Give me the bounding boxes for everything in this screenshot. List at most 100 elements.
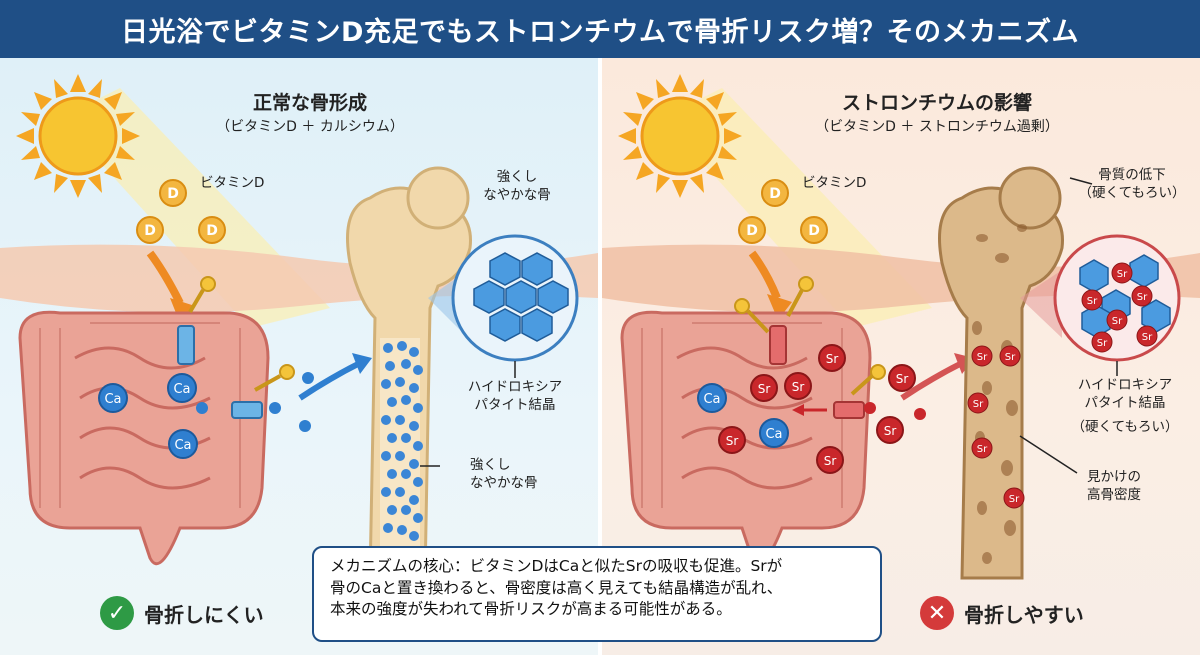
sr-ion: Sr [876, 416, 904, 444]
sr-ion: Sr [1136, 325, 1158, 347]
ca-ion: Ca [98, 383, 128, 413]
svg-text:Sr: Sr [1005, 352, 1016, 363]
svg-text:Sr: Sr [977, 444, 988, 455]
sr-ion: Sr [1003, 487, 1025, 509]
key-icon [850, 364, 886, 396]
svg-text:Ca: Ca [174, 438, 191, 453]
key-icon [254, 364, 295, 392]
svg-text:Sr: Sr [973, 399, 984, 410]
svg-text:Ca: Ca [173, 382, 190, 397]
ca-ion: Ca [697, 383, 727, 413]
svg-text:Sr: Sr [1087, 296, 1098, 307]
mechanism-line: 骨のCaと置き換わると、骨密度は高く見えても結晶構造が乱れ、 [330, 578, 783, 597]
svg-text:Sr: Sr [792, 380, 805, 394]
intestine [18, 310, 270, 566]
right-panel: D D D Ca Ca Sr Sr Sr Sr Sr Sr [602, 58, 1200, 655]
crystal-zoom-disordered: Sr Sr Sr Sr Sr Sr [1053, 234, 1181, 362]
vitamin-d-label: ビタミンD [802, 175, 867, 191]
absorption-arrow [146, 250, 184, 305]
right-heading: ストロンチウムの影響 [841, 92, 1032, 114]
absorption-arrow [748, 250, 781, 300]
bone-sr-ions: Sr Sr Sr Sr Sr [967, 345, 1025, 509]
svg-text:Sr: Sr [1112, 316, 1123, 327]
svg-text:Sr: Sr [1117, 269, 1128, 280]
svg-text:D: D [206, 223, 218, 239]
svg-text:D: D [808, 223, 820, 239]
mechanism-line: メカニズムの核心：ビタミンDはCaと似たSrの吸収も促進。Srが [330, 557, 783, 575]
sr-ion: Sr [750, 374, 778, 402]
sr-ion: Sr [971, 345, 993, 367]
svg-text:Ca: Ca [765, 427, 782, 442]
sr-ion: Sr [888, 364, 916, 392]
left-panel: D D D Ca Ca Ca [0, 58, 598, 655]
bone-ca-dots [381, 341, 423, 541]
intestine [620, 310, 872, 566]
sun-icon [618, 74, 742, 198]
ca-ion: Ca [759, 418, 789, 448]
sr-ion: Sr [971, 437, 993, 459]
sr-ion: Sr [1091, 331, 1113, 353]
vitamin-d-label: ビタミンD [200, 175, 265, 191]
svg-text:Sr: Sr [977, 352, 988, 363]
svg-text:Sr: Sr [884, 424, 897, 438]
sr-ion: Sr [1081, 289, 1103, 311]
mechanism-line: 本来の強度が失われて骨折リスクが高まる可能性がある。 [330, 600, 732, 619]
sun-icon [16, 74, 140, 198]
right-result: ✕ 骨折しやすい [920, 596, 1084, 630]
svg-text:Sr: Sr [758, 382, 771, 396]
page-title: 日光浴でビタミンD充足でもストロンチウムで骨折リスク増？そのメカニズム [0, 0, 1200, 58]
ca-ion: Ca [168, 429, 198, 459]
svg-text:Sr: Sr [1142, 332, 1153, 343]
calcium-channel [231, 401, 263, 419]
density-label: 見かけの 高骨密度 [1087, 469, 1141, 504]
calcium-channel [769, 325, 787, 365]
left-subheading: （ビタミンD ＋ カルシウム） [216, 119, 404, 135]
crystal-label: ハイドロキシア パタイト結晶 （硬くてもろい） [1071, 377, 1179, 436]
sr-ion: Sr [816, 446, 844, 474]
svg-text:D: D [769, 186, 781, 202]
cross-icon: ✕ [920, 596, 954, 630]
crystal-label-top: 強くし なやかな骨 [483, 169, 551, 204]
sr-ion: Sr [784, 372, 812, 400]
bone-brittle [938, 166, 1064, 580]
bone-healthy [346, 166, 472, 580]
quality-label: 骨質の低下 （硬くてもろい） [1078, 167, 1186, 202]
svg-text:Sr: Sr [1097, 338, 1108, 349]
svg-text:Ca: Ca [703, 392, 720, 407]
svg-text:Sr: Sr [826, 352, 839, 366]
svg-text:Sr: Sr [1137, 292, 1148, 303]
vitamin-d-coins: D D D [136, 179, 226, 244]
calcium-channel [833, 401, 865, 419]
svg-text:Sr: Sr [824, 454, 837, 468]
calcium-channel [177, 325, 195, 365]
transport-arrow [900, 360, 964, 401]
sr-ion: Sr [718, 426, 746, 454]
check-icon: ✓ [100, 596, 134, 630]
crystal-zoom [451, 234, 579, 362]
sr-ion: Sr [1131, 285, 1153, 307]
sr-ion: Sr [1111, 262, 1133, 284]
left-illustration: D D D Ca Ca Ca [0, 74, 598, 580]
key-icon [188, 276, 216, 314]
vitamin-d-coins: D D D [738, 179, 828, 244]
svg-text:D: D [144, 223, 156, 239]
svg-text:Sr: Sr [1009, 494, 1020, 505]
crystal-label: ハイドロキシア パタイト結晶 [467, 379, 563, 414]
key-icon [786, 276, 814, 317]
sr-ion: Sr [967, 392, 989, 414]
key-icon [734, 298, 770, 334]
ca-ion: Ca [167, 373, 197, 403]
sr-ion: Sr [999, 345, 1021, 367]
svg-text:D: D [746, 223, 758, 239]
right-illustration: D D D Ca Ca Sr Sr Sr Sr Sr Sr [602, 74, 1200, 580]
left-result: ✓ 骨折しにくい [100, 596, 264, 630]
transport-arrow [298, 360, 362, 401]
sr-ion: Sr [1106, 309, 1128, 331]
mechanism-box: メカニズムの核心：ビタミンDはCaと似たSrの吸収も促進。Srが 骨のCaと置き… [312, 546, 882, 642]
sr-ion: Sr [818, 344, 846, 372]
svg-text:D: D [167, 186, 179, 202]
svg-text:Ca: Ca [104, 392, 121, 407]
bone-label: 強くし なやかな骨 [470, 457, 538, 492]
left-heading: 正常な骨形成 [252, 92, 367, 114]
